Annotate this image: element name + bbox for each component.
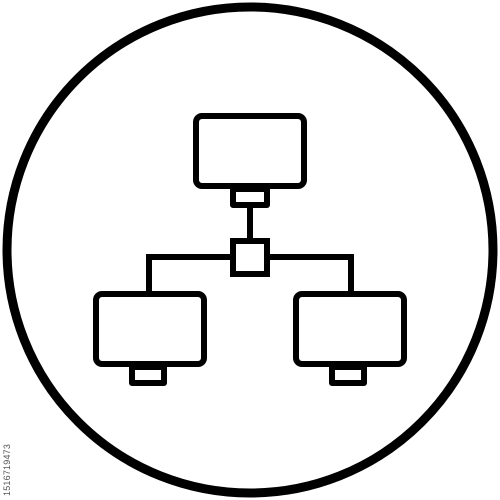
left-computer-icon <box>93 291 207 386</box>
right-monitor-stand <box>329 364 367 386</box>
right-computer-icon <box>293 291 407 386</box>
network-hub-node <box>230 238 270 277</box>
network-connectors <box>146 205 354 292</box>
top-computer-icon <box>193 113 307 208</box>
left-monitor <box>93 291 207 367</box>
right-monitor <box>293 291 407 367</box>
top-monitor-stand <box>230 186 270 208</box>
left-monitor-stand <box>129 364 167 386</box>
stock-id-text: 1516719473 <box>2 443 12 496</box>
top-monitor <box>193 113 307 189</box>
